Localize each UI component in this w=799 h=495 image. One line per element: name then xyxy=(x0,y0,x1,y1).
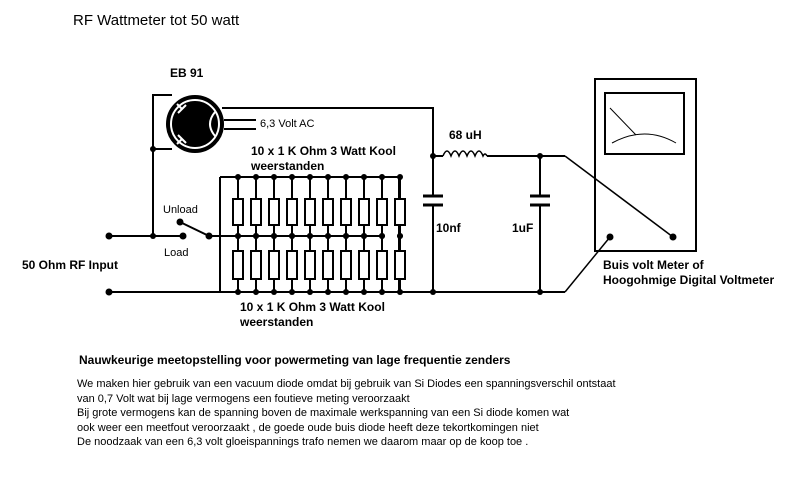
label-resistors-bottom-2: weerstanden xyxy=(240,315,314,329)
label-heater: 6,3 Volt AC xyxy=(260,118,315,130)
resistor-top xyxy=(304,198,316,226)
label-meter-1: Buis volt Meter of xyxy=(603,258,704,272)
label-tube: EB 91 xyxy=(170,66,204,80)
label-inductor: 68 uH xyxy=(449,128,482,142)
meter-terminal-left xyxy=(606,233,614,241)
label-input: 50 Ohm RF Input xyxy=(22,258,118,272)
label-load: Load xyxy=(164,247,189,259)
resistor-bottom xyxy=(268,250,280,280)
resistor-top xyxy=(232,198,244,226)
label-cap2: 1uF xyxy=(512,221,534,235)
label-unload: Unload xyxy=(163,204,198,216)
label-resistors-top: 10 x 1 K Ohm 3 Watt Kool xyxy=(251,144,396,158)
resistor-bottom xyxy=(322,250,334,280)
resistor-top xyxy=(250,198,262,226)
input-terminal-top xyxy=(105,232,113,240)
resistor-bottom xyxy=(250,250,262,280)
resistor-bottom xyxy=(376,250,388,280)
switch-unload-contact xyxy=(176,218,184,226)
meter-scale xyxy=(611,133,677,144)
input-terminal-bottom xyxy=(105,288,113,296)
resistor-top xyxy=(322,198,334,226)
resistor-top xyxy=(394,198,406,226)
resistor-bottom xyxy=(286,250,298,280)
resistor-top xyxy=(358,198,370,226)
description-line: Bij grote vermogens kan de spanning bove… xyxy=(77,407,570,419)
resistor-bottom xyxy=(358,250,370,280)
description-line: van 0,7 Volt wat bij lage vermogens een … xyxy=(77,392,410,405)
description-line: ook weer een meetfout veroorzaakt , de g… xyxy=(77,421,539,434)
voltmeter-body xyxy=(594,78,697,252)
label-cap1: 10nf xyxy=(436,221,461,235)
resistor-bottom xyxy=(232,250,244,280)
description-line: We maken hier gebruik van een vacuum dio… xyxy=(77,378,616,390)
switch-load-contact xyxy=(179,232,187,240)
resistor-bottom xyxy=(394,250,406,280)
description-line: De noodzaak van een 6,3 volt gloeispanni… xyxy=(77,436,529,448)
resistor-top xyxy=(268,198,280,226)
meter-needle xyxy=(609,107,637,136)
resistor-bottom xyxy=(304,250,316,280)
resistor-bottom xyxy=(340,250,352,280)
diagram-title: RF Wattmeter tot 50 watt xyxy=(73,12,240,29)
inductor-68uh xyxy=(442,150,488,159)
tube-anode-wire xyxy=(222,107,434,156)
description-heading: Nauwkeurige meetopstelling voor powermet… xyxy=(79,353,511,367)
label-resistors-bottom: 10 x 1 K Ohm 3 Watt Kool xyxy=(240,300,385,314)
tube-cathode-wire xyxy=(152,94,172,236)
description-body: We maken hier gebruik van een vacuum dio… xyxy=(77,377,616,450)
resistor-top xyxy=(286,198,298,226)
resistor-top xyxy=(376,198,388,226)
meter-terminal-right xyxy=(669,233,677,241)
label-meter-2: Hoogohmige Digital Voltmeter xyxy=(603,273,775,287)
label-resistors-top-2: weerstanden xyxy=(251,159,325,173)
switch-blade xyxy=(179,221,210,237)
resistor-top xyxy=(340,198,352,226)
